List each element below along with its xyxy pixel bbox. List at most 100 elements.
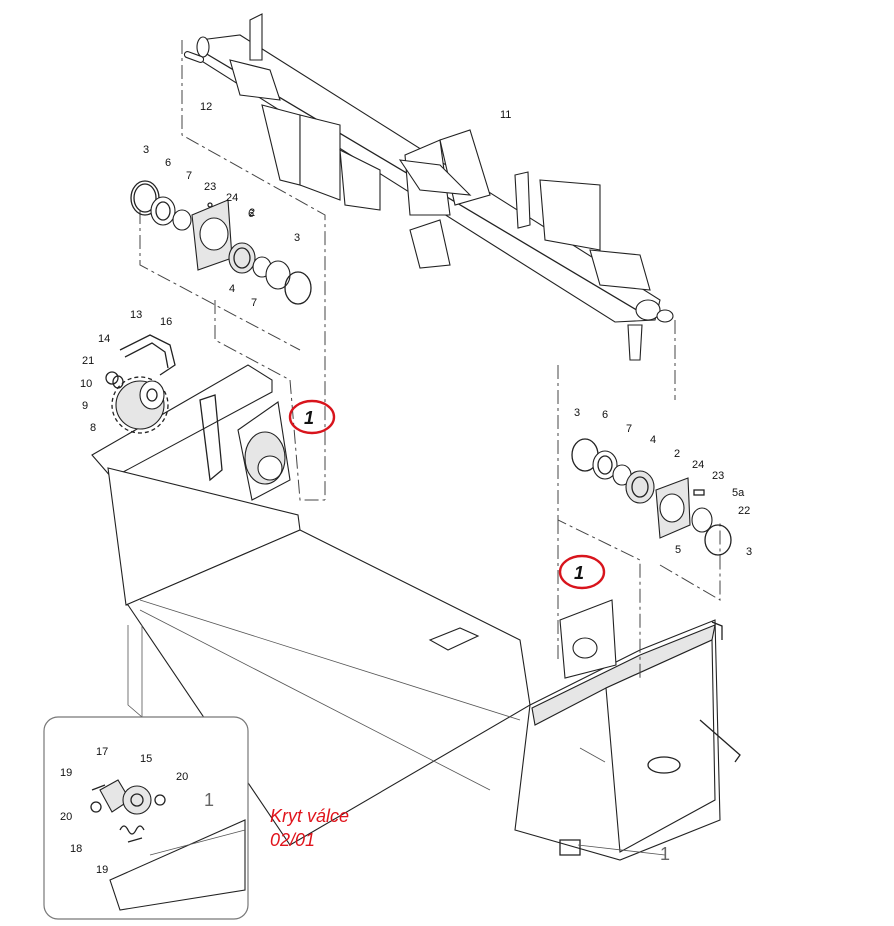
circlip-right-inner: [704, 524, 732, 556]
frame-left-bracket: [199, 394, 223, 482]
bolt-right-23: [693, 489, 705, 496]
part-label-left-bearing-group-2: 7: [186, 170, 192, 182]
assembly-guides: [139, 40, 721, 680]
part-label-left-bearing-group-1: 6: [165, 157, 171, 169]
part-label-chain-drive-6: 8: [90, 422, 96, 434]
beater-blade-9: [539, 179, 601, 251]
beater-hub-2: [398, 159, 472, 196]
inset-spring-18: [119, 825, 145, 835]
part-label-right-bearing-group-1: 6: [602, 409, 608, 421]
inset-rod: [149, 829, 246, 856]
callout-ring-right: [558, 554, 606, 590]
part-label-left-bearing-group-4: 24: [226, 192, 238, 204]
frame-right-bracket: [699, 719, 741, 763]
inset-detail: [43, 625, 249, 920]
guide-left-mid: [139, 210, 301, 351]
part-label-shaft-assembly-0: 12: [200, 101, 212, 113]
beater-blade-1: [249, 13, 263, 61]
part-label-inset-detail-6: 19: [96, 864, 108, 876]
right-roller-cover: [559, 599, 617, 679]
part-label-chain-drive-5: 9: [82, 400, 88, 412]
callout-label-left: 1: [304, 408, 314, 428]
drive-chain-inner: [124, 342, 169, 369]
part-label-right-bearing-group-0: 3: [574, 407, 580, 419]
part-label-right-bearing-group-10: 3: [746, 546, 752, 558]
beater-blade-2: [261, 104, 301, 186]
frame-floor-line: [139, 599, 521, 721]
chain-drive: [105, 334, 176, 434]
part-label-left-bearing-group-8: 6: [248, 208, 254, 220]
washer-left-6b: [265, 260, 291, 290]
bolt-21: [105, 371, 119, 385]
inset-washer-20a: [90, 801, 102, 813]
part-label-inset-detail-1: 15: [140, 753, 152, 765]
frame-right-tab: [711, 621, 723, 640]
caption-title: Kryt válce: [270, 806, 350, 826]
callout-right: 1: [558, 554, 606, 590]
shaft-key: [183, 51, 205, 63]
right-cover-hole: [572, 637, 598, 659]
frame-bottom-stud: [559, 839, 581, 856]
part-label-left-bearing-group-3: 23: [204, 181, 216, 193]
grease-nipple-left: [207, 202, 213, 208]
part-label-chain-drive-2: 16: [160, 316, 172, 328]
part-label-right-bearing-group-3: 4: [650, 434, 656, 446]
left-bearing-group: [130, 180, 312, 305]
part-label-left-bearing-group-0: 3: [143, 144, 149, 156]
beater-blade-3: [299, 114, 341, 201]
part-label-chain-drive-0: 13: [130, 309, 142, 321]
inset-pin-19a: [91, 784, 106, 791]
part-label-left-bearing-group-6: 4: [229, 283, 235, 295]
drive-chain: [119, 334, 176, 376]
part-label-right-bearing-group-6: 23: [712, 470, 724, 482]
bearing-left-4: [228, 242, 256, 274]
frame-center-slot: [428, 627, 480, 651]
part-label-inset-detail-4: 20: [60, 811, 72, 823]
part-label-chain-drive-1: 14: [98, 333, 110, 345]
frame-leader-line: [577, 844, 666, 856]
callout-ring-left: [288, 399, 336, 435]
washer-right-5: [691, 507, 713, 533]
washer-left-6: [150, 196, 176, 226]
beater-blade-8: [514, 171, 531, 229]
inset-washer-20b: [154, 794, 166, 806]
flange-housing-left-bore: [199, 217, 229, 251]
right-bearing-group: [571, 438, 732, 556]
guide-left-lower: [214, 300, 325, 501]
part-label-inset-detail-7: 1: [204, 790, 214, 810]
washer-right-6-hole: [597, 455, 613, 475]
beater-blade-4: [339, 149, 381, 211]
bearing-right-4-bore: [631, 476, 649, 498]
part-label-shaft-assembly-1: 11: [500, 109, 511, 121]
frame-housing: [91, 364, 741, 861]
washer-left-6-hole: [155, 201, 171, 221]
caption: Kryt válce 02/01: [270, 804, 349, 852]
part-label-left-bearing-group-5: 2: [249, 207, 255, 219]
part-label-left-bearing-group-7: 7: [251, 297, 257, 309]
beater-blade-10: [589, 249, 651, 291]
inset-pin-19b: [127, 837, 143, 843]
part-label-frame-0: 1: [660, 844, 670, 864]
part-label-right-bearing-group-9: 5: [675, 544, 681, 556]
sprocket-bore: [146, 388, 158, 402]
shaft-end-stub: [656, 309, 674, 323]
part-label-right-bearing-group-4: 2: [674, 448, 680, 460]
part-label-left-bearing-group-9: 3: [294, 232, 300, 244]
callout-left: 1: [288, 399, 336, 435]
part-label-right-bearing-group-7: 5a: [732, 487, 745, 499]
guide-right-mid: [557, 365, 641, 680]
callout-label-right: 1: [574, 563, 584, 583]
frame-floor-line-2: [139, 609, 491, 791]
beater-blade-11: [627, 324, 643, 361]
seal-left-7: [172, 209, 192, 231]
flange-housing-right-bore: [659, 493, 685, 523]
sprocket-teeth: [111, 376, 169, 434]
part-label-chain-drive-4: 10: [80, 378, 92, 390]
part-label-right-bearing-group-8: 22: [738, 505, 750, 517]
inset-roller-15: [122, 785, 152, 815]
frame-right-slot: [647, 756, 681, 774]
part-label-inset-detail-3: 20: [176, 771, 188, 783]
left-cover-hole: [257, 455, 283, 481]
